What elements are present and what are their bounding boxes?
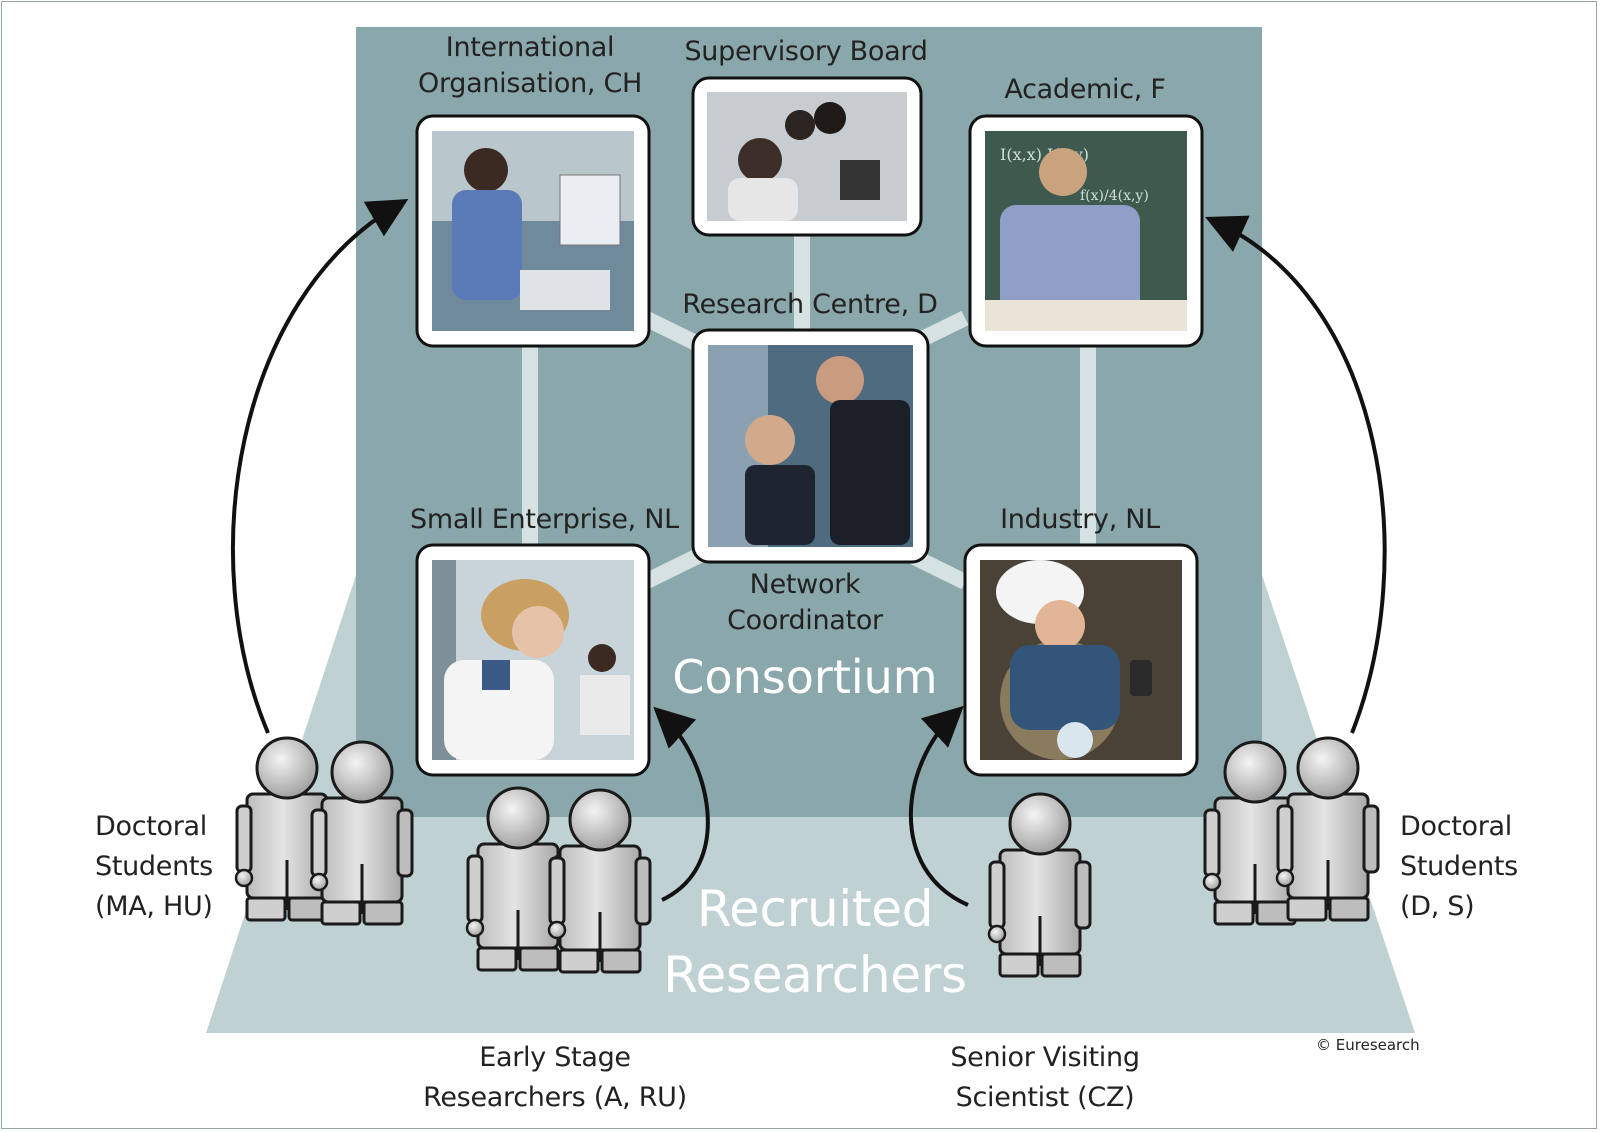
label-supervisory: Supervisory Board bbox=[684, 36, 928, 67]
arrow-doctoral-right bbox=[1205, 215, 1387, 734]
flow-arrows bbox=[231, 198, 1387, 907]
label-recruited-line1: Recruited bbox=[696, 880, 934, 938]
label-doctoral-left: Doctoral Students (MA, HU) bbox=[95, 807, 225, 927]
arrow-senior-visiting bbox=[909, 705, 969, 907]
label-early-stage-line1: Early Stage bbox=[479, 1042, 631, 1073]
label-recruited-line2: Researchers bbox=[663, 946, 967, 1004]
label-doctoral-right: Doctoral Students (D, S) bbox=[1400, 807, 1530, 927]
label-doctoral-left-line1: Doctoral bbox=[95, 811, 208, 842]
label-doctoral-left-line3: (MA, HU) bbox=[95, 891, 213, 922]
label-industry: Industry, NL bbox=[1000, 504, 1160, 535]
photo-academic-frame: I(x,x) I(x,y) f(x)/4(x,y) bbox=[968, 114, 1204, 348]
photo-small-enterprise-frame bbox=[415, 543, 651, 777]
label-academic: Academic, F bbox=[1004, 74, 1166, 105]
svg-text:f(x)/4(x,y): f(x)/4(x,y) bbox=[1080, 188, 1149, 204]
label-small-enterprise: Small Enterprise, NL bbox=[410, 504, 679, 535]
arrow-doctoral-left bbox=[231, 198, 409, 734]
label-international-line2: Organisation, CH bbox=[418, 68, 643, 99]
label-early-stage: Early Stage Researchers (A, RU) bbox=[420, 1038, 690, 1118]
label-senior-visiting-line2: Scientist (CZ) bbox=[955, 1082, 1135, 1113]
label-network-coordinator-line1: Network bbox=[749, 569, 861, 600]
label-doctoral-left-line2: Students bbox=[95, 851, 213, 882]
label-international: International Organisation, CH bbox=[418, 30, 642, 102]
label-international-line1: International bbox=[445, 32, 615, 63]
label-doctoral-right-line2: Students bbox=[1400, 851, 1518, 882]
photo-international-frame bbox=[415, 114, 651, 348]
label-doctoral-right-line3: (D, S) bbox=[1400, 891, 1475, 922]
label-network-coordinator-line2: Coordinator bbox=[727, 605, 883, 636]
label-consortium: Consortium bbox=[672, 650, 938, 704]
copyright-notice: © Euresearch bbox=[1316, 1036, 1420, 1054]
label-doctoral-right-line1: Doctoral bbox=[1400, 811, 1513, 842]
photo-research-centre-frame bbox=[691, 328, 930, 564]
label-recruited-researchers: Recruited Researchers bbox=[650, 876, 980, 1008]
photo-supervisory-frame bbox=[691, 76, 923, 237]
arrow-early-stage bbox=[653, 706, 710, 902]
photo-industry-frame bbox=[963, 543, 1199, 777]
label-senior-visiting-line1: Senior Visiting bbox=[950, 1042, 1140, 1073]
label-network-coordinator: Network Coordinator bbox=[700, 567, 910, 639]
label-research-centre: Research Centre, D bbox=[682, 289, 938, 320]
label-senior-visiting: Senior Visiting Scientist (CZ) bbox=[930, 1038, 1160, 1118]
label-early-stage-line2: Researchers (A, RU) bbox=[423, 1082, 687, 1113]
